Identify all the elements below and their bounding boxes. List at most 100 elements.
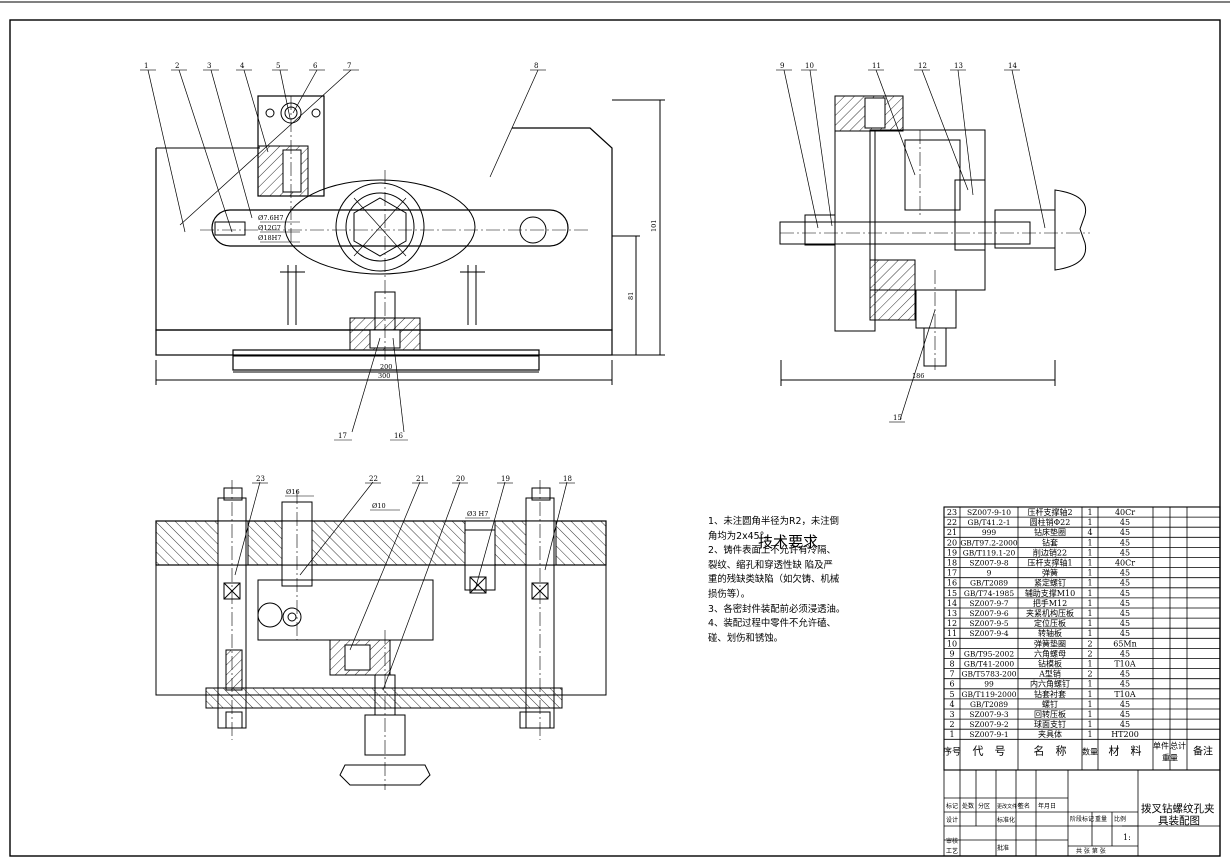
front-view — [147, 69, 665, 433]
bom-name: 钻模板 — [1038, 659, 1062, 669]
bom-name: 六角螺母 — [1034, 648, 1066, 658]
balloon: 5 — [276, 62, 280, 70]
bom-name: 螺钉 — [1042, 699, 1058, 709]
tb-label: 批准 — [997, 844, 1009, 852]
bom-material: 45 — [1120, 720, 1130, 729]
bom-material: 45 — [1120, 710, 1130, 719]
bom-name: 钻套 — [1042, 537, 1058, 547]
drawing-title: 拨叉钻螺纹孔夹 — [1141, 802, 1215, 815]
bom-code: GB/T119-2000 — [962, 690, 1017, 699]
bom-qty: 1 — [1087, 538, 1092, 547]
bom-header-weight: 重量 — [1162, 752, 1178, 762]
bom-code: 9 — [987, 569, 992, 578]
balloon: 7 — [347, 62, 351, 70]
bom-qty: 2 — [1087, 649, 1092, 658]
bom-no: 15 — [947, 589, 957, 598]
bom-name: 圆柱销Φ22 — [1030, 517, 1071, 527]
bom-code: SZ007-9-7 — [969, 599, 1009, 608]
bom-qty: 2 — [1087, 639, 1092, 648]
bom-qty: 2 — [1087, 670, 1092, 679]
bom-qty: 1 — [1087, 619, 1092, 628]
bom-qty: 1 — [1087, 579, 1092, 588]
bom-no: 8 — [949, 660, 954, 669]
tb-label: 年月日 — [1038, 802, 1056, 810]
bom-material: 40Cr — [1115, 559, 1135, 568]
balloon: 14 — [1008, 62, 1017, 70]
bom-no: 21 — [947, 528, 957, 537]
bom-code: GB/T119.1-20 — [963, 548, 1016, 557]
bom-material: 40Cr — [1115, 508, 1135, 517]
bom-name: 球面支钉 — [1034, 719, 1066, 729]
balloon: 10 — [805, 62, 814, 70]
dim-text: 186 — [912, 372, 924, 380]
bom-code: GB/T5783-200 — [962, 670, 1017, 679]
bom-no: 1 — [949, 730, 954, 739]
tb-label: 标记 — [946, 802, 958, 810]
bom-no: 3 — [949, 710, 954, 719]
bom-material: 45 — [1120, 670, 1130, 679]
bom-name: 弹簧垫圈 — [1034, 638, 1066, 648]
bom-code: SZ007-9-6 — [969, 609, 1009, 618]
bom-qty: 1 — [1087, 518, 1092, 527]
bom-qty: 1 — [1087, 508, 1092, 517]
balloon: 3 — [207, 62, 211, 70]
bom-header-material: 材 料 — [1109, 743, 1142, 757]
bom-name: 回转压板 — [1034, 709, 1066, 719]
bom-header-name: 名 称 — [1034, 743, 1067, 757]
bom-name: 压杆支撑轴1 — [1027, 558, 1072, 568]
tb-label: 审核 — [946, 837, 958, 845]
balloon: 9 — [780, 62, 784, 70]
balloon: 11 — [872, 62, 881, 70]
bom-name: 内六角螺钉 — [1030, 679, 1070, 689]
tb-label: 工艺 — [946, 847, 958, 855]
bom-no: 16 — [947, 579, 957, 588]
tb-label: 标准化 — [997, 816, 1015, 824]
bom-no: 5 — [949, 690, 954, 699]
bom-material: 45 — [1120, 629, 1130, 638]
bom-material: T10A — [1114, 660, 1136, 669]
bom-no: 10 — [947, 639, 957, 648]
bom-qty: 1 — [1087, 589, 1092, 598]
dim-text: Ø18H7 — [258, 234, 281, 242]
balloon: 13 — [954, 62, 963, 70]
bom-name: 转轴板 — [1038, 628, 1062, 638]
bom-code: SZ007-9-1 — [969, 730, 1008, 739]
title-block-text: 拨叉钻螺纹孔夹 具装配图 标记 处数 分区 更改文件号 签名 年月日 设计 标准… — [946, 802, 1215, 855]
bom-name: 弹簧 — [1042, 568, 1058, 578]
balloon: 8 — [534, 62, 538, 70]
dim-text: 101 — [650, 220, 658, 232]
bom-qty: 1 — [1087, 690, 1092, 699]
bom-no: 18 — [947, 559, 957, 568]
bom-table — [943, 506, 1221, 771]
tb-label: 1: — [1123, 833, 1131, 842]
balloon: 2 — [175, 62, 179, 70]
bom-header-total: 总计 — [1170, 740, 1186, 750]
bom-qty: 4 — [1087, 528, 1092, 537]
bom-code: GB/T41-2000 — [964, 660, 1014, 669]
balloon: 6 — [313, 62, 318, 70]
bom-no: 7 — [949, 670, 954, 679]
bom-name: A型销 — [1038, 669, 1061, 679]
dim-text: Ø3 H7 — [467, 510, 488, 518]
bom-header-code: 代 号 — [973, 744, 1006, 757]
tech-line: 1、未注圆角半径为R2，未注倒 — [708, 516, 839, 527]
bom-material: 45 — [1120, 569, 1130, 578]
balloon: 17 — [338, 432, 347, 440]
tb-label: 共 张 第 张 — [1076, 847, 1106, 855]
bom-code: GB/T41.2-1 — [967, 518, 1010, 527]
bom-no: 20 — [947, 538, 957, 547]
bom-qty: 1 — [1087, 569, 1092, 578]
tb-label: 比例 — [1114, 815, 1126, 823]
bom-name: 把手M12 — [1033, 598, 1067, 608]
dim-text: 300 — [378, 372, 390, 380]
bom-qty: 1 — [1087, 660, 1092, 669]
balloon: 1 — [144, 62, 148, 70]
bom-header-qty: 数量 — [1082, 746, 1098, 756]
bom-name: 削边销22 — [1033, 547, 1067, 557]
bom-qty: 1 — [1087, 730, 1092, 739]
bom-code: GB/T97.2-2000 — [960, 538, 1018, 547]
bom-no: 19 — [947, 548, 957, 557]
